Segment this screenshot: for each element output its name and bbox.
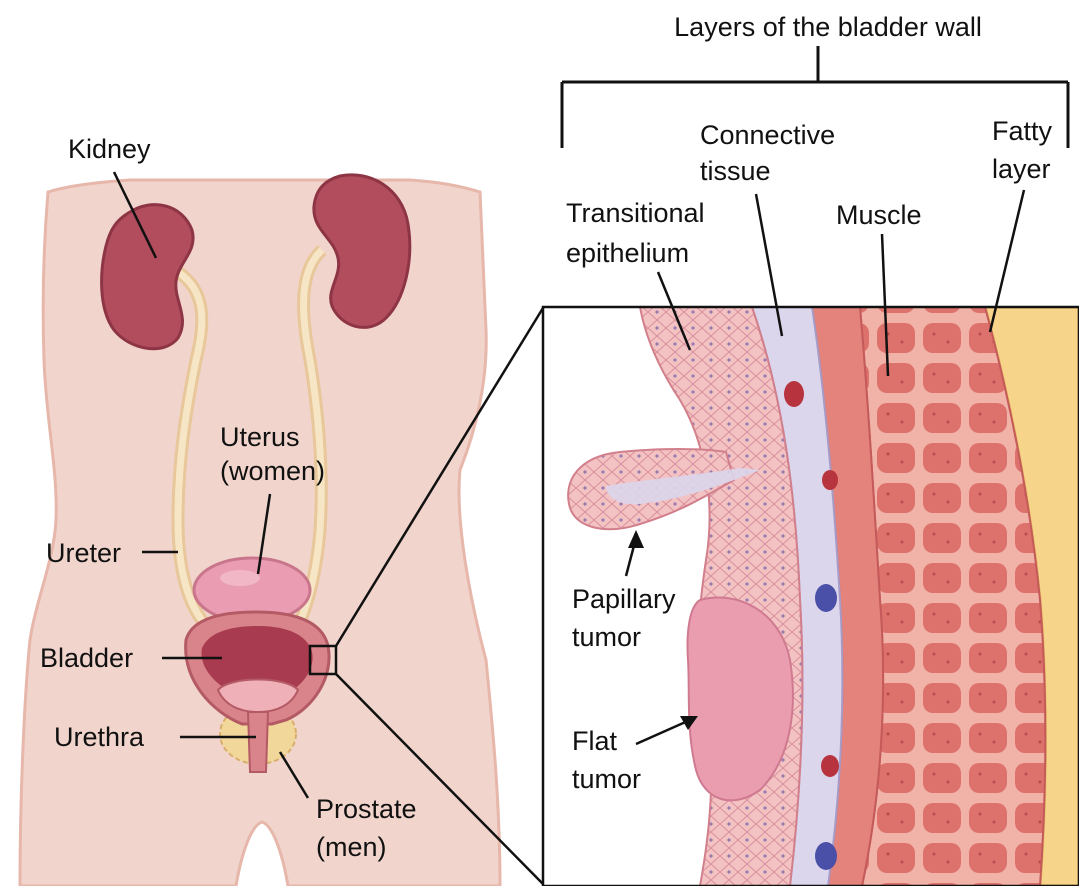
blood-vessel (821, 755, 839, 777)
bladder-wall-title: Layers of the bladder wall (674, 12, 982, 42)
ureter-label: Ureter (46, 538, 121, 568)
uterus-label-line2: (women) (220, 456, 325, 486)
connective-tissue-label-line1: Connective (700, 120, 835, 150)
muscle-label: Muscle (836, 200, 922, 230)
papillary-tumor-label-line2: tumor (572, 622, 641, 652)
blood-vessel (784, 381, 804, 407)
transitional-epithelium-label-line2: epithelium (566, 238, 689, 268)
papillary-tumor-label-line1: Papillary (572, 584, 676, 614)
torso-body (20, 180, 500, 886)
transitional-epithelium-label-line1: Transitional (566, 198, 705, 228)
blood-vessel (815, 584, 837, 612)
urethra (248, 712, 268, 772)
uterus-label-line1: Uterus (220, 422, 300, 452)
fatty-layer-label-line1: Fatty (992, 116, 1053, 146)
blood-vessel (815, 842, 837, 870)
kidney-label: Kidney (68, 134, 151, 164)
blood-vessel (822, 470, 838, 490)
prostate-label-line2: (men) (316, 832, 387, 862)
fatty-layer-label-line2: layer (992, 154, 1051, 184)
urethra-label: Urethra (54, 722, 145, 752)
flat-tumor-label-line2: tumor (572, 764, 641, 794)
torso-figure (20, 180, 500, 886)
connective-tissue-label-line2: tissue (700, 156, 771, 186)
flat-tumor-label-line1: Flat (572, 726, 618, 756)
prostate-label-line1: Prostate (316, 794, 417, 824)
bladder-label: Bladder (40, 643, 133, 673)
